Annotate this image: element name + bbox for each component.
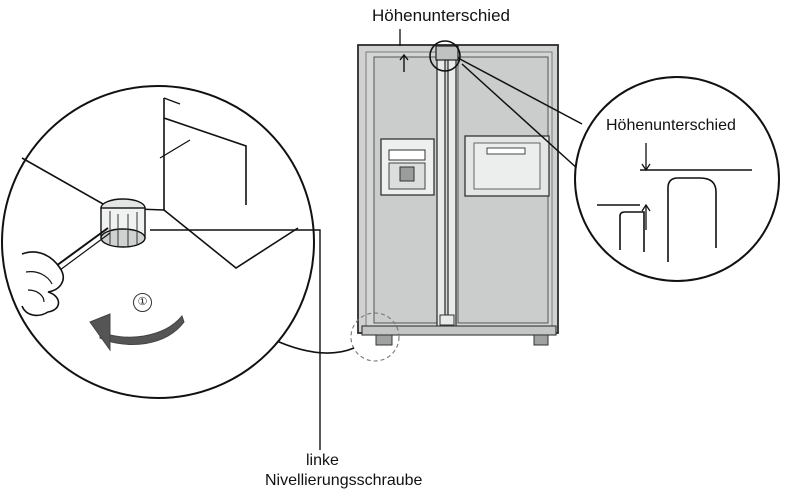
leveling-screw-callout [1, 85, 355, 450]
step-number-badge: ① [133, 293, 152, 312]
leveling-screw-label-line2: Nivellierungsschraube [265, 472, 423, 489]
height-difference-label-detail: Höhenunterschied [606, 117, 736, 134]
height-difference-label-top: Höhenunterschied [372, 6, 510, 25]
height-detail-callout [457, 57, 780, 282]
refrigerator [357, 29, 559, 346]
leveling-screw-label-line1: linke [306, 452, 339, 469]
hinge-highlight [429, 40, 461, 72]
foot-highlight [350, 312, 400, 362]
